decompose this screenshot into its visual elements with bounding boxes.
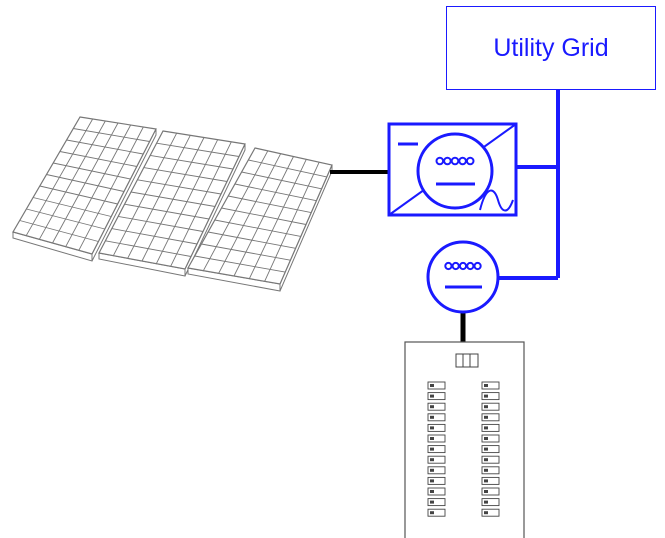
breaker-icon [481, 392, 500, 401]
dial-icon [450, 156, 460, 166]
dial-icon [444, 261, 453, 271]
breaker-icon [427, 487, 446, 496]
breaker-icon [481, 498, 500, 507]
breaker-panel-icon [404, 341, 525, 538]
dial-icon [458, 261, 468, 271]
breaker-icon [427, 413, 446, 422]
solar-array [12, 116, 333, 292]
breaker-icon [427, 381, 446, 390]
dial-icon [465, 156, 475, 166]
breaker-icon [427, 402, 446, 411]
breaker-icon [481, 476, 500, 485]
breaker-icon [481, 445, 500, 454]
inverter-icon [387, 122, 518, 217]
utility-grid-label: Utility Grid [493, 33, 609, 62]
breaker-icon [427, 445, 446, 454]
breaker-icon [427, 498, 446, 507]
breaker-icon [481, 413, 500, 422]
breaker-icon [481, 423, 500, 432]
breaker-icon [427, 466, 446, 475]
breaker-icon [427, 508, 446, 517]
breaker-icon [427, 434, 446, 443]
inverter-dials [435, 156, 475, 166]
electric-meter-icon [426, 240, 500, 314]
meter-dials [444, 261, 482, 271]
breaker-icon [481, 487, 500, 496]
breaker-icon [481, 402, 500, 411]
dial-icon [451, 261, 460, 271]
dial-icon [443, 156, 452, 166]
breaker-icon [427, 476, 446, 485]
dial-icon [435, 156, 445, 166]
solar-panel-icon [187, 147, 333, 292]
breaker-icon [481, 508, 500, 517]
dial-icon [473, 261, 482, 271]
solar-panel-icon [98, 130, 246, 277]
breaker-icon [481, 381, 500, 390]
breaker-icon [427, 423, 446, 432]
breaker-icon [481, 434, 500, 443]
utility-grid-box: Utility Grid [446, 6, 656, 90]
breaker-icon [481, 466, 500, 475]
dial-icon [458, 156, 467, 166]
solar-panel-icon [12, 116, 157, 262]
breaker-icon [427, 392, 446, 401]
wiring [330, 88, 560, 342]
breaker-icon [427, 455, 446, 464]
dial-icon [466, 261, 475, 271]
breaker-icon [481, 455, 500, 464]
